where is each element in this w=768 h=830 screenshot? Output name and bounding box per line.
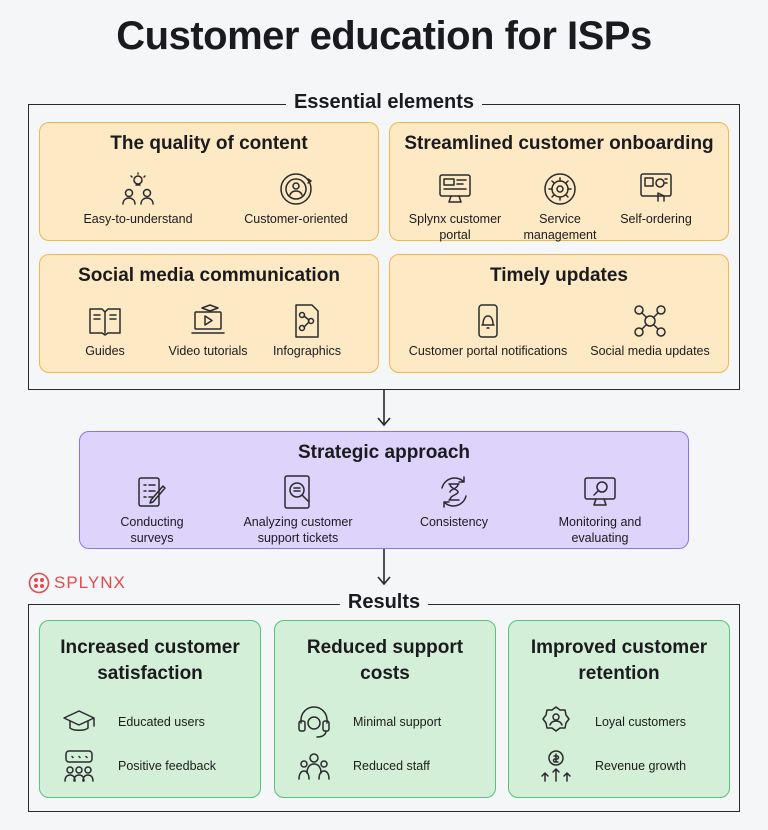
item-label: Loyal customers <box>595 715 687 729</box>
item-label: Guides <box>85 344 125 358</box>
card-strategic-approach: Strategic approach Conducting surveys An… <box>79 431 689 549</box>
infographic-sheet-icon <box>295 304 319 338</box>
card-improved-retention: Improved customer retention Loyal custom… <box>508 620 730 798</box>
item-label: Self-ordering <box>620 212 692 226</box>
item-label: Social media updates <box>590 344 710 358</box>
item-video-tutorials: Video tutorials <box>158 303 258 359</box>
splynx-logo-icon <box>28 572 50 594</box>
brand-text: SPLYNX <box>54 573 126 592</box>
item-label: Easy-to-understand <box>83 212 193 226</box>
item-portal-notifications: Customer portal notifications <box>398 303 578 359</box>
item-analyzing-tickets: Analyzing customer support tickets <box>228 474 368 546</box>
card-streamlined-onboarding: Streamlined customer onboarding Splynx c… <box>389 122 729 243</box>
item-monitoring: Monitoring and evaluating <box>540 474 660 546</box>
book-icon <box>89 308 121 336</box>
item-label: Conducting surveys <box>120 515 184 545</box>
item-label: Customer-oriented <box>244 212 348 226</box>
headset-support-icon <box>298 706 330 738</box>
monitor-search-icon <box>584 477 616 506</box>
phone-bell-icon <box>478 304 498 338</box>
card-title: Streamlined customer onboarding <box>404 133 714 154</box>
item-service-management: Service management <box>508 171 612 243</box>
card-title: Improved customer retention <box>530 637 708 684</box>
item-customer-portal: Splynx customer portal <box>400 171 510 243</box>
social-network-icon <box>634 305 666 337</box>
revenue-growth-icon <box>541 750 571 782</box>
card-title: Reduced support costs <box>306 637 464 684</box>
item-minimal-support: Minimal support <box>297 705 441 739</box>
self-order-icon <box>640 173 672 202</box>
item-label: Splynx customer portal <box>408 212 502 242</box>
hourglass-cycle-icon <box>441 476 467 508</box>
item-customer-oriented: Customer-oriented <box>226 171 366 227</box>
arrow-down-2 <box>377 549 391 586</box>
card-title: Timely updates <box>490 265 628 286</box>
item-label: Positive feedback <box>118 759 216 773</box>
item-educated-users: Educated users <box>62 705 205 739</box>
gear-icon <box>544 173 576 205</box>
item-positive-feedback: Positive feedback <box>62 749 216 783</box>
item-label: Infographics <box>272 344 342 358</box>
feedback-stars-icon <box>64 750 94 782</box>
document-magnifier-icon <box>284 475 310 509</box>
card-title: Increased customer satisfaction <box>60 637 240 684</box>
essential-elements-label: Essential elements <box>285 91 483 114</box>
item-consistency: Consistency <box>404 474 504 530</box>
item-label: Minimal support <box>353 715 442 729</box>
card-title: Strategic approach <box>297 442 471 463</box>
item-label: Customer portal notifications <box>408 344 568 358</box>
survey-clipboard-icon <box>138 477 166 507</box>
item-label: Video tutorials <box>168 344 248 358</box>
item-label: Reduced staff <box>353 759 430 773</box>
item-label: Revenue growth <box>595 759 687 773</box>
item-label: Service management <box>523 212 597 242</box>
item-revenue-growth: Revenue growth <box>539 749 686 783</box>
monitor-portal-icon <box>439 174 471 203</box>
page-title: Customer education for ISPs <box>116 14 652 58</box>
card-increased-satisfaction: Increased customer satisfaction Educated… <box>39 620 261 798</box>
customer-cycle-icon <box>280 173 312 205</box>
item-self-ordering: Self-ordering <box>606 171 706 227</box>
splynx-logo: SPLYNX <box>28 572 126 594</box>
video-laptop-icon <box>191 304 225 334</box>
staff-group-icon <box>298 753 330 780</box>
item-label: Monitoring and evaluating <box>558 515 642 545</box>
item-easy-to-understand: Easy-to-understand <box>68 171 208 227</box>
item-reduced-staff: Reduced staff <box>297 749 430 783</box>
arrow-down-1 <box>377 390 391 427</box>
badge-customer-icon <box>542 706 570 732</box>
card-social-media: Social media communication Guides Video … <box>39 254 379 373</box>
card-reduced-costs: Reduced support costs Minimal support Re… <box>274 620 496 798</box>
card-quality-of-content: The quality of content Easy-to-understan… <box>39 122 379 241</box>
item-infographics: Infographics <box>262 303 352 359</box>
item-label: Educated users <box>118 715 205 729</box>
card-timely-updates: Timely updates Customer portal notificat… <box>389 254 729 373</box>
card-title: Social media communication <box>78 265 340 286</box>
card-title: The quality of content <box>110 133 308 154</box>
item-label: Analyzing customer support tickets <box>243 515 353 545</box>
item-loyal-customers: Loyal customers <box>539 705 686 739</box>
item-label: Consistency <box>419 515 489 529</box>
results-label: Results <box>339 591 429 614</box>
item-social-updates: Social media updates <box>580 303 720 359</box>
item-conducting-surveys: Conducting surveys <box>100 474 204 546</box>
item-guides: Guides <box>60 303 150 359</box>
graduation-cap-icon <box>63 710 95 731</box>
lightbulb-people-icon <box>122 172 154 205</box>
